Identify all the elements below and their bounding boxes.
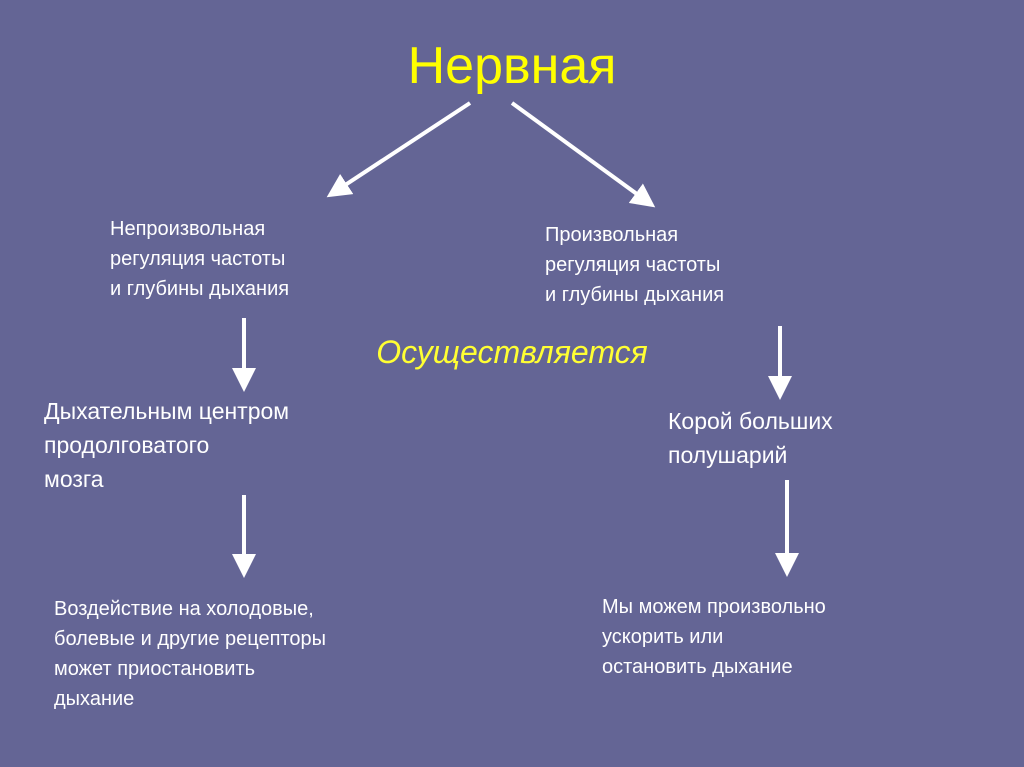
respiratory-center-label: Дыхательным центром продолговатого мозга bbox=[44, 398, 290, 492]
voluntary-regulation-label: Произвольная регуляция частоты и глубины… bbox=[545, 224, 725, 306]
involuntary-regulation-label: Непроизвольная регуляция частоты и глуби… bbox=[110, 218, 290, 300]
receptor-effect-label: Воздействие на холодовые, болевые и друг… bbox=[54, 598, 327, 710]
cerebral-cortex-label: Корой больших полушарий bbox=[668, 408, 833, 468]
arrow-to-involuntary bbox=[326, 101, 472, 198]
voluntary-control-effect-label: Мы можем произвольно ускорить или остано… bbox=[602, 596, 826, 678]
arrow-to-voluntary bbox=[510, 101, 656, 208]
page-title: Нервная bbox=[407, 37, 617, 95]
implemented-by-label: Осуществляется bbox=[376, 334, 648, 370]
